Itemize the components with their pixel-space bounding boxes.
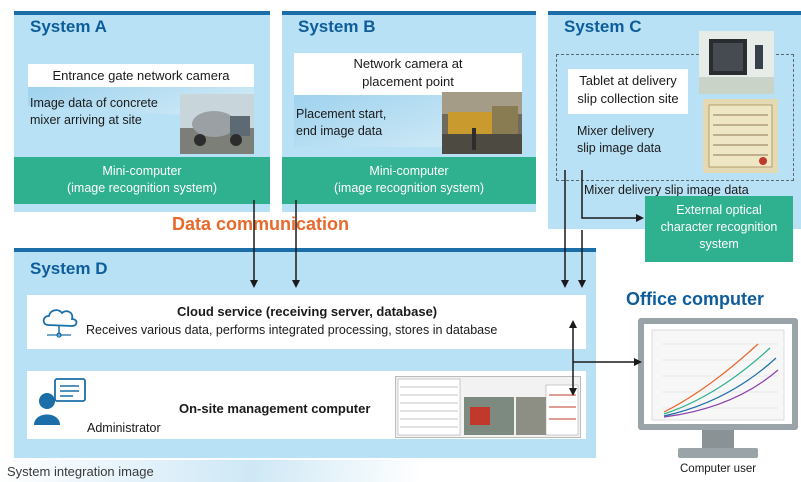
system-c-title: System C xyxy=(564,17,642,36)
external-ocr-system: External optical character recognition s… xyxy=(645,196,793,262)
office-computer-monitor xyxy=(638,318,798,466)
system-integration-caption: System integration image xyxy=(7,464,154,479)
system-b-title: System B xyxy=(298,17,376,36)
cloud-service-description: Receives various data, performs integrat… xyxy=(86,323,498,337)
arrow-c-to-ocr xyxy=(581,170,644,222)
delivery-slip-photo xyxy=(703,99,778,173)
ocr-line3: system xyxy=(699,237,739,251)
system-c-panel: System C Tablet at delivery slip collect… xyxy=(548,11,801,229)
image-data-line2: mixer arriving at site xyxy=(30,113,142,127)
cloud-icon xyxy=(42,309,78,338)
management-screen-image xyxy=(395,376,581,438)
monitor-icon xyxy=(638,318,798,458)
tablet-photo xyxy=(699,31,774,94)
dotted-frame xyxy=(556,54,794,181)
placement-camera-line2: placement point xyxy=(362,74,454,89)
slip-image-data: Mixer delivery slip image data xyxy=(577,123,707,157)
system-b-panel: System B Network camera at placement poi… xyxy=(282,11,536,212)
office-computer-title: Office computer xyxy=(626,289,765,309)
system-a-panel: System A Entrance gate network camera Im… xyxy=(14,11,270,212)
ocr-line1: External optical xyxy=(676,203,762,217)
computer-user-label: Computer user xyxy=(680,463,757,475)
placement-site-photo xyxy=(442,92,522,154)
system-d-panel: System D Cloud service (receiving server… xyxy=(14,248,596,458)
mixer-truck-image xyxy=(180,94,254,154)
cloud-service-title: Cloud service (receiving server, databas… xyxy=(177,304,438,319)
concrete-mixer-image-data: Image data of concrete mixer arriving at… xyxy=(30,95,200,129)
system-a-title: System A xyxy=(30,17,107,36)
data-communication-label: Data communication xyxy=(172,214,350,234)
mixer-truck-photo xyxy=(180,94,254,154)
minicomputer-a-line1: Mini-computer xyxy=(102,164,182,178)
placement-data-line2: end image data xyxy=(296,124,383,138)
tablet-line2: slip collection site xyxy=(577,91,679,106)
entrance-camera-label: Entrance gate network camera xyxy=(28,64,254,87)
ocr-line2: character recognition xyxy=(660,220,778,234)
placement-camera-line1: Network camera at xyxy=(353,56,463,71)
system-d-title: System D xyxy=(30,259,108,278)
delivery-slip-image xyxy=(708,104,773,168)
administrator-label: Administrator xyxy=(87,421,161,435)
management-screen-graphic xyxy=(397,378,579,436)
tablet-line1: Tablet at delivery xyxy=(579,73,677,88)
placement-camera-label: Network camera at placement point xyxy=(294,53,522,95)
onsite-management-title: On-site management computer xyxy=(179,401,371,416)
placement-data-line1: Placement start, xyxy=(296,107,387,121)
administrator-icon xyxy=(34,378,86,425)
slip-image-line1: Mixer delivery xyxy=(577,124,655,138)
caption-band xyxy=(0,460,420,482)
placement-site-image xyxy=(442,92,522,154)
image-data-line1: Image data of concrete xyxy=(30,96,158,110)
system-a-minicomputer: Mini-computer (image recognition system) xyxy=(14,157,270,204)
slip-image-line2: slip image data xyxy=(577,141,662,155)
tablet-site-label: Tablet at delivery slip collection site xyxy=(568,69,688,114)
minicomputer-b-line2: (image recognition system) xyxy=(333,181,485,195)
system-b-minicomputer: Mini-computer (image recognition system) xyxy=(282,157,536,204)
cloud-service-box: Cloud service (receiving server, databas… xyxy=(27,295,586,349)
tablet-image xyxy=(699,39,774,94)
minicomputer-b-line1: Mini-computer xyxy=(369,164,449,178)
minicomputer-a-line2: (image recognition system) xyxy=(66,181,218,195)
placement-image-data: Placement start, end image data xyxy=(296,106,446,140)
slip-image-caption: Mixer delivery slip image data xyxy=(584,183,749,197)
onsite-management-box: Administrator On-site management compute… xyxy=(27,371,586,439)
